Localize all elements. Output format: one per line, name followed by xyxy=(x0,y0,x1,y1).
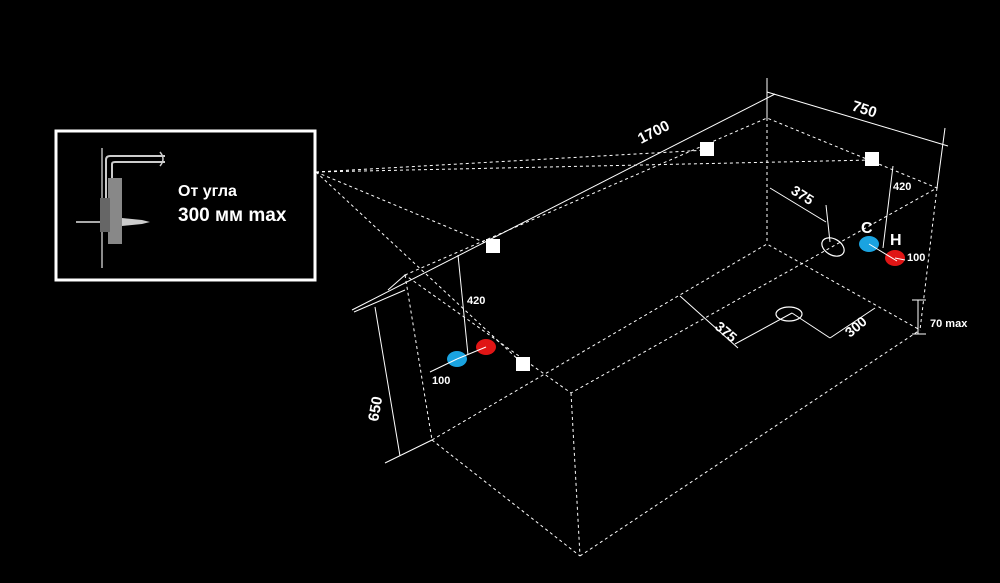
mount-marker-left-front xyxy=(486,239,500,253)
mount-marker-right-back xyxy=(865,152,879,166)
right-taps: 420 C H 100 xyxy=(859,165,925,266)
hot-label: H xyxy=(890,232,902,249)
dimension-outlet-height: 70 max xyxy=(912,299,968,335)
dimension-width: 750 xyxy=(766,91,949,189)
pipe-spacing-left-label: 100 xyxy=(432,375,450,387)
cold-label: C xyxy=(861,220,873,237)
pipe-spacing-right-label: 100 xyxy=(907,252,925,264)
drain-offset-back-label: 300 xyxy=(842,313,870,340)
inset-caption-line1: От угла xyxy=(178,183,237,200)
drain-hole: 375 300 xyxy=(679,295,876,349)
pipe-height-right-label: 420 xyxy=(893,181,911,193)
dimension-length: 1700 xyxy=(351,78,776,311)
mounting-markers xyxy=(486,142,879,371)
outlet-height-label: 70 max xyxy=(930,318,968,330)
corner-mount-inset: От угла 300 мм max xyxy=(54,129,317,282)
wall-mount-icon xyxy=(76,148,165,268)
bathtub-wireframe xyxy=(403,117,939,557)
overflow-hole: 375 xyxy=(769,182,845,257)
overflow-offset-label: 375 xyxy=(788,182,816,208)
dimension-length-label: 1700 xyxy=(635,117,672,147)
dimension-height-label: 650 xyxy=(365,395,386,423)
inset-frame xyxy=(54,129,317,282)
dimension-width-label: 750 xyxy=(850,98,879,122)
mount-marker-back-middle xyxy=(700,142,714,156)
left-taps: 420 100 xyxy=(429,254,496,387)
drain-offset-front-label: 375 xyxy=(712,318,740,345)
dimension-height: 650 xyxy=(353,289,433,464)
inset-leader-lines xyxy=(315,149,873,365)
pipe-height-left-label: 420 xyxy=(467,295,485,307)
inset-caption-line2: 300 мм max xyxy=(178,205,287,226)
mount-marker-front-left xyxy=(516,357,530,371)
